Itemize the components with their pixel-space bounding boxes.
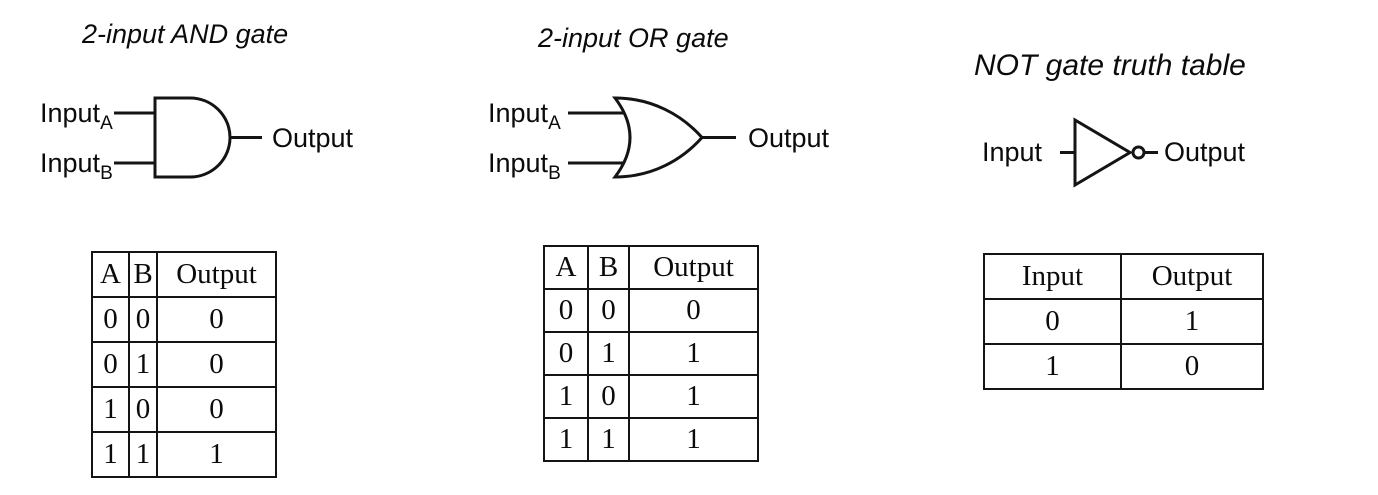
truth-cell: 0 — [983, 298, 1122, 345]
table-row: 1 0 1 — [543, 374, 759, 419]
truth-cell: 1 — [128, 341, 158, 388]
output-label: Output — [1164, 137, 1246, 167]
not-truth-table: Input Output 0 1 1 0 — [983, 253, 1264, 390]
truth-cell: 0 — [128, 386, 158, 433]
or-gate-body — [611, 96, 705, 179]
input-a-label: InputA — [488, 98, 561, 134]
table-header-row: A B Output — [91, 251, 277, 298]
truth-cell: 0 — [156, 386, 277, 433]
table-row: 1 1 1 — [91, 431, 277, 478]
table-row: 1 1 1 — [543, 417, 759, 462]
truth-cell: 1 — [156, 431, 277, 478]
input-label: Input — [982, 137, 1043, 167]
truth-cell: 1 — [628, 331, 759, 376]
table-row: 0 1 1 — [543, 331, 759, 376]
and-truth-table: A B Output 0 0 0 0 1 0 1 0 0 1 1 — [91, 251, 277, 478]
or-truth-table: A B Output 0 0 0 0 1 1 1 0 1 1 1 — [543, 245, 759, 462]
output-label: Output — [272, 123, 354, 153]
truth-cell: 0 — [587, 288, 630, 333]
table-row: 1 0 0 — [91, 386, 277, 433]
truth-cell: 1 — [543, 417, 589, 462]
and-gate-body — [153, 96, 232, 179]
table-row: 0 0 0 — [91, 296, 277, 343]
input-a-label: InputA — [40, 98, 113, 134]
truth-cell: 1 — [91, 431, 130, 478]
truth-cell: 1 — [587, 417, 630, 462]
truth-cell: 1 — [983, 343, 1122, 390]
truth-cell: 0 — [156, 296, 277, 343]
output-label: Output — [748, 123, 830, 153]
header-b: B — [128, 251, 158, 298]
header-a: A — [91, 251, 130, 298]
header-output: Output — [628, 245, 759, 290]
truth-cell: 0 — [1120, 343, 1264, 390]
input-b-label: InputB — [40, 148, 113, 184]
header-output: Output — [156, 251, 277, 298]
truth-cell: 1 — [628, 374, 759, 419]
truth-cell: 0 — [91, 341, 130, 388]
truth-cell: 1 — [1120, 298, 1264, 345]
not-gate-symbol: Input Output — [982, 117, 1246, 188]
truth-cell: 1 — [628, 417, 759, 462]
table-row: 0 0 0 — [543, 288, 759, 333]
truth-cell: 0 — [543, 288, 589, 333]
header-output: Output — [1120, 253, 1264, 300]
truth-cell: 0 — [543, 331, 589, 376]
truth-cell: 0 — [628, 288, 759, 333]
table-header-row: Input Output — [983, 253, 1264, 300]
table-row: 0 1 0 — [91, 341, 277, 388]
not-gate-bubble — [1131, 145, 1146, 160]
truth-cell: 1 — [543, 374, 589, 419]
header-a: A — [543, 245, 589, 290]
truth-cell: 1 — [587, 331, 630, 376]
truth-cell: 1 — [91, 386, 130, 433]
table-header-row: A B Output — [543, 245, 759, 290]
and-gate-title: 2-input AND gate — [82, 19, 289, 49]
header-b: B — [587, 245, 630, 290]
header-input: Input — [983, 253, 1122, 300]
not-gate-title: NOT gate truth table — [974, 49, 1246, 82]
or-gate-symbol: InputA InputB Output — [488, 96, 830, 184]
truth-cell: 1 — [128, 431, 158, 478]
table-row: 0 1 — [983, 298, 1264, 345]
truth-cell: 0 — [91, 296, 130, 343]
not-gate-triangle — [1073, 117, 1133, 188]
input-b-label: InputB — [488, 148, 561, 184]
and-gate-symbol: InputA InputB Output — [40, 96, 354, 184]
truth-cell: 0 — [587, 374, 630, 419]
truth-cell: 0 — [156, 341, 277, 388]
or-gate-title: 2-input OR gate — [538, 23, 729, 53]
table-row: 1 0 — [983, 343, 1264, 390]
truth-cell: 0 — [128, 296, 158, 343]
